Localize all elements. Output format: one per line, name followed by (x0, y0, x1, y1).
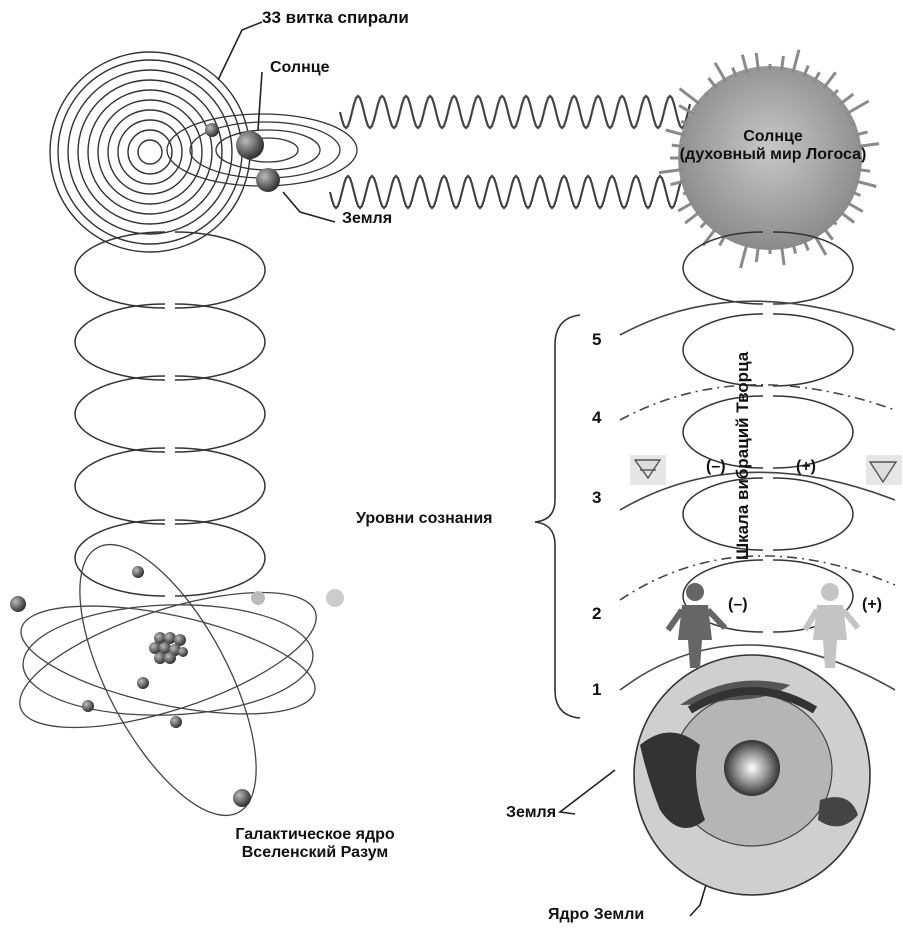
sun-ray (735, 239, 737, 243)
plus-upper-label: (+) (796, 458, 816, 476)
sun-ray (705, 93, 708, 96)
helix-coil (75, 520, 265, 596)
earth-top-label: Земля (342, 210, 392, 228)
galactic-core-label: Галактическое ядро Вселенский Разум (210, 826, 420, 863)
helix-coil (75, 448, 265, 524)
sun-ray (824, 72, 836, 88)
sun-logos-line1: Солнце (668, 128, 878, 146)
helix-coil (683, 314, 853, 386)
consciousness-brace (535, 315, 580, 718)
earth-bottom-label: Земля (506, 804, 556, 822)
right-helix (683, 232, 853, 632)
small-planet (205, 123, 219, 137)
sun-ray (846, 101, 869, 114)
sun-logos-label: Солнце (духовный мир Логоса) (668, 128, 878, 165)
sun-ray (678, 202, 694, 211)
sun-label: Солнце (270, 59, 330, 77)
level-2: 2 (592, 604, 601, 624)
spiral-turns-label: 33 витка спирали (262, 8, 409, 28)
sun-ray (840, 212, 854, 223)
sun-planet (236, 131, 264, 159)
plus-lower-label: (+) (862, 596, 882, 614)
galactic-atom (5, 519, 331, 840)
earth-globe (634, 655, 870, 895)
triangle-markers (630, 455, 902, 485)
sun-ray (680, 89, 701, 105)
sun-ray (793, 50, 799, 73)
galactic-core-line1: Галактическое ядро (210, 826, 420, 844)
vibration-waves (330, 96, 690, 208)
sun-ray (685, 212, 700, 224)
spiral-disk (50, 52, 250, 252)
earth-core-label: Ядро Земли (548, 906, 644, 924)
creator-scale-label: Шкала вибраций Творца (733, 352, 753, 560)
sun-ray (857, 170, 870, 172)
level-5: 5 (592, 330, 601, 350)
level-4: 4 (592, 408, 601, 428)
level-1: 1 (592, 680, 601, 700)
helix-coil (75, 376, 265, 452)
minus-lower-label: (–) (728, 596, 748, 614)
sun-ray (832, 90, 838, 96)
sun-ray (824, 228, 833, 240)
consciousness-levels-label: Уровни сознания (356, 510, 492, 528)
minus-upper-label: (–) (706, 458, 726, 476)
sun-ray (715, 63, 726, 82)
atom-electrons (10, 566, 344, 807)
sun-ray (851, 123, 855, 125)
sun-ray (683, 192, 689, 194)
sun-ray (679, 106, 694, 115)
earth-planet (256, 168, 280, 192)
level-3: 3 (592, 488, 601, 508)
sun-ray (741, 243, 748, 268)
galactic-core-line2: Вселенский Разум (210, 844, 420, 862)
helix-coil (683, 478, 853, 550)
sun-ray (840, 94, 854, 104)
left-helix (75, 232, 265, 596)
human-figure-positive (805, 583, 858, 668)
helix-coil (75, 232, 265, 308)
atom-nucleus (149, 632, 188, 664)
helix-coil (75, 304, 265, 380)
sun-logos-line2: (духовный мир Логоса) (668, 146, 878, 164)
sun-ray (782, 56, 784, 71)
sun-ray (846, 202, 863, 212)
